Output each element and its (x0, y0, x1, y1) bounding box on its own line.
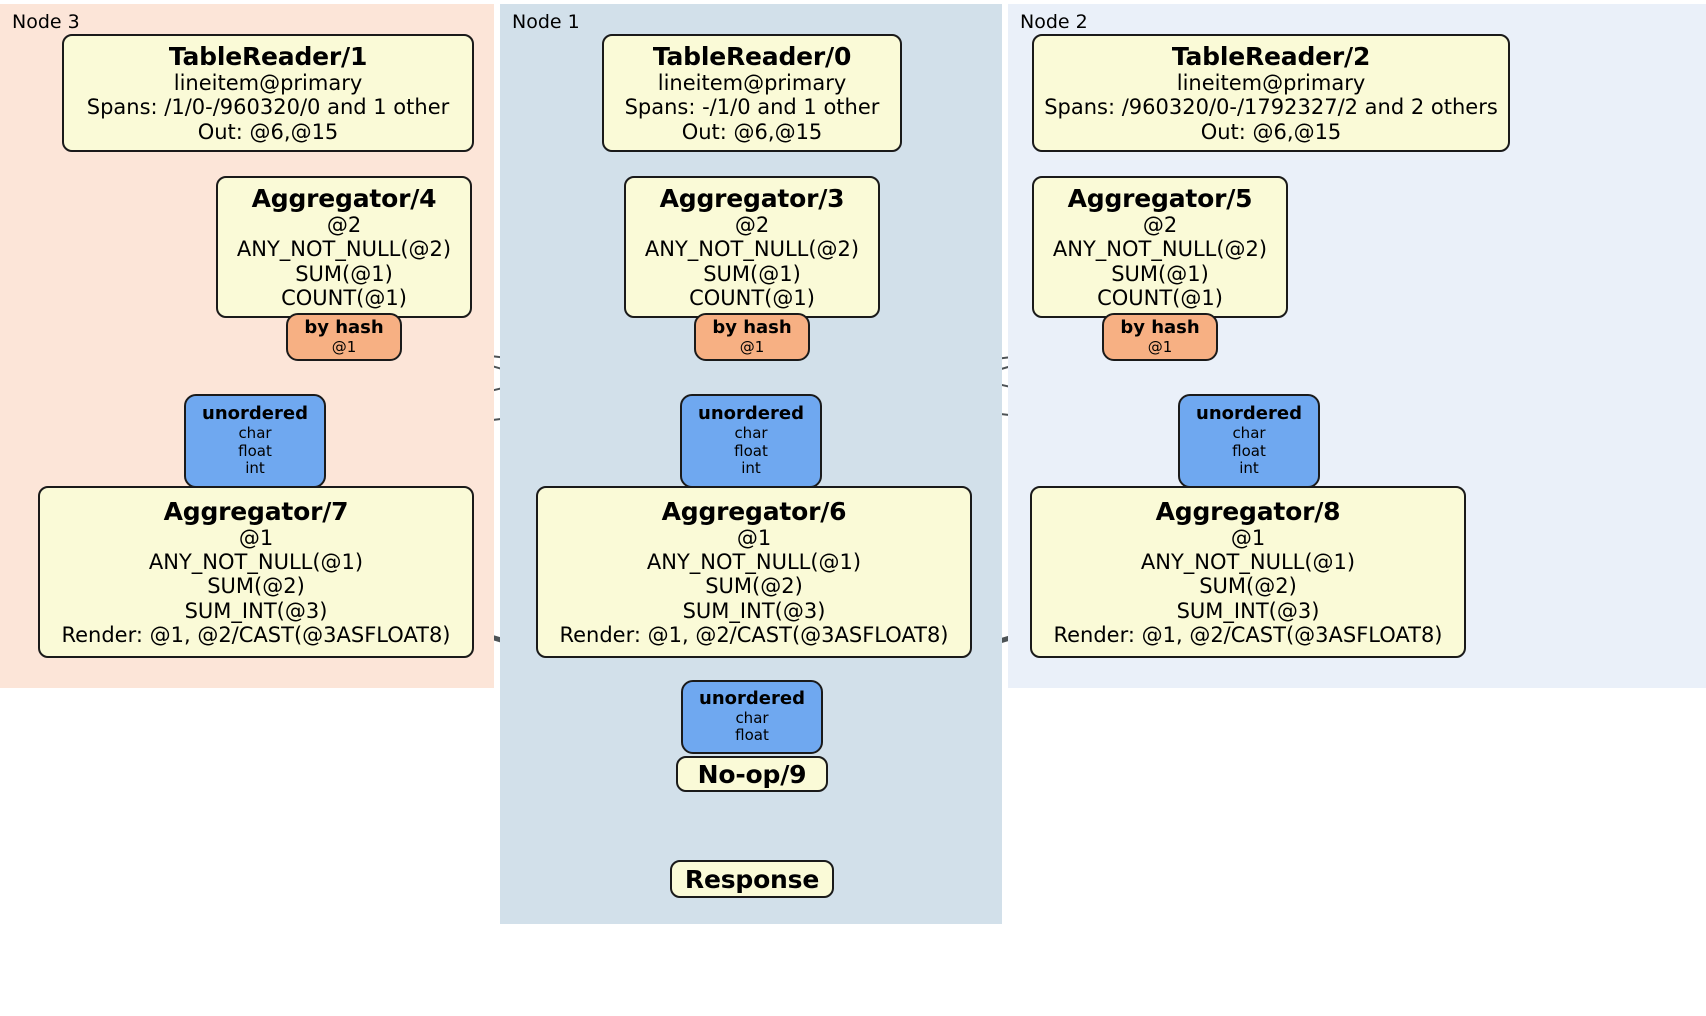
aggregator-5-agg-2: SUM(@1) (1111, 261, 1209, 286)
aggregator-5-box[interactable]: Aggregator/5 @2 ANY_NOT_NULL(@2) SUM(@1)… (1032, 176, 1288, 318)
aggregator-7-agg-1: ANY_NOT_NULL(@1) (148, 549, 364, 574)
final-unordered-synchronizer[interactable]: unordered char float (681, 680, 823, 754)
table-reader-0-box[interactable]: TableReader/0 lineitem@primary Spans: -/… (602, 34, 902, 152)
unordered-synchronizer-node-2-type-1: char (1232, 424, 1266, 443)
final-unordered-synchronizer-type-2: float (735, 726, 769, 745)
aggregator-4-group: @2 (326, 212, 362, 237)
aggregator-5-agg-3: COUNT(@1) (1097, 285, 1223, 310)
aggregator-3-agg-2: SUM(@1) (703, 261, 801, 286)
table-reader-1-spans: Spans: /1/0-/960320/0 and 1 other (86, 95, 450, 120)
table-reader-1-out: Out: @6,@15 (197, 119, 339, 144)
table-reader-0-table: lineitem@primary (657, 70, 847, 95)
aggregator-4-agg-3: COUNT(@1) (281, 285, 407, 310)
table-reader-2-out: Out: @6,@15 (1200, 119, 1342, 144)
unordered-synchronizer-node-3-type-1: char (238, 424, 272, 443)
aggregator-4-agg-1: ANY_NOT_NULL(@2) (236, 237, 452, 262)
table-reader-2-spans: Spans: /960320/0-/1792327/2 and 2 others (1044, 95, 1498, 120)
table-reader-2-title: TableReader/2 (1171, 41, 1371, 71)
final-unordered-synchronizer-title: unordered (699, 688, 805, 710)
aggregator-6-agg-1: ANY_NOT_NULL(@1) (646, 549, 862, 574)
hash-router-node-3-column: @1 (331, 337, 357, 356)
table-reader-2-box[interactable]: TableReader/2 lineitem@primary Spans: /9… (1032, 34, 1510, 152)
unordered-synchronizer-node-2-type-3: int (1239, 459, 1259, 478)
unordered-synchronizer-node-3-type-3: int (245, 459, 265, 478)
hash-router-node-3-title: by hash (304, 316, 384, 338)
aggregator-8-render: Render: @1, @2/CAST(@3ASFLOAT8) (1053, 623, 1443, 648)
table-reader-1-title: TableReader/1 (168, 41, 368, 71)
aggregator-8-group: @1 (1230, 525, 1266, 550)
table-reader-1-box[interactable]: TableReader/1 lineitem@primary Spans: /1… (62, 34, 474, 152)
aggregator-8-box[interactable]: Aggregator/8 @1 ANY_NOT_NULL(@1) SUM(@2)… (1030, 486, 1466, 658)
unordered-synchronizer-node-1-type-3: int (741, 459, 761, 478)
aggregator-3-agg-3: COUNT(@1) (689, 285, 815, 310)
unordered-synchronizer-node-1-type-2: float (734, 441, 768, 460)
aggregator-5-group: @2 (1142, 212, 1178, 237)
aggregator-8-title: Aggregator/8 (1155, 496, 1341, 526)
table-reader-1-table: lineitem@primary (173, 70, 363, 95)
hash-router-node-1[interactable]: by hash @1 (694, 313, 810, 361)
no-op-9-title: No-op/9 (697, 759, 807, 789)
hash-router-node-1-column: @1 (739, 337, 765, 356)
aggregator-4-box[interactable]: Aggregator/4 @2 ANY_NOT_NULL(@2) SUM(@1)… (216, 176, 472, 318)
aggregator-8-agg-2: SUM(@2) (1199, 574, 1297, 599)
unordered-synchronizer-node-3-type-2: float (238, 441, 272, 460)
table-reader-0-spans: Spans: -/1/0 and 1 other (624, 95, 880, 120)
unordered-synchronizer-node-3-title: unordered (202, 403, 308, 425)
aggregator-7-agg-2: SUM(@2) (207, 574, 305, 599)
table-reader-2-table: lineitem@primary (1176, 70, 1366, 95)
aggregator-3-title: Aggregator/3 (659, 183, 845, 213)
aggregator-3-box[interactable]: Aggregator/3 @2 ANY_NOT_NULL(@2) SUM(@1)… (624, 176, 880, 318)
panel-label-node-2: Node 2 (1020, 11, 1088, 33)
aggregator-7-title: Aggregator/7 (163, 496, 349, 526)
aggregator-8-agg-3: SUM_INT(@3) (1176, 598, 1320, 623)
aggregator-6-agg-2: SUM(@2) (705, 574, 803, 599)
aggregator-3-agg-1: ANY_NOT_NULL(@2) (644, 237, 860, 262)
aggregator-7-agg-3: SUM_INT(@3) (184, 598, 328, 623)
table-reader-0-title: TableReader/0 (652, 41, 852, 71)
unordered-synchronizer-node-2-title: unordered (1196, 403, 1302, 425)
aggregator-7-group: @1 (238, 525, 274, 550)
response-box[interactable]: Response (670, 860, 834, 898)
panel-label-node-3: Node 3 (12, 11, 80, 33)
hash-router-node-2-title: by hash (1120, 316, 1200, 338)
unordered-synchronizer-node-1-title: unordered (698, 403, 804, 425)
aggregator-7-box[interactable]: Aggregator/7 @1 ANY_NOT_NULL(@1) SUM(@2)… (38, 486, 474, 658)
no-op-9-box[interactable]: No-op/9 (676, 756, 828, 792)
hash-router-node-3[interactable]: by hash @1 (286, 313, 402, 361)
hash-router-node-2[interactable]: by hash @1 (1102, 313, 1218, 361)
aggregator-6-group: @1 (736, 525, 772, 550)
table-reader-0-out: Out: @6,@15 (681, 119, 823, 144)
unordered-synchronizer-node-1-type-1: char (734, 424, 768, 443)
aggregator-7-render: Render: @1, @2/CAST(@3ASFLOAT8) (61, 623, 451, 648)
aggregator-4-agg-2: SUM(@1) (295, 261, 393, 286)
hash-router-node-2-column: @1 (1147, 337, 1173, 356)
aggregator-6-box[interactable]: Aggregator/6 @1 ANY_NOT_NULL(@1) SUM(@2)… (536, 486, 972, 658)
hash-router-node-1-title: by hash (712, 316, 792, 338)
aggregator-4-title: Aggregator/4 (251, 183, 437, 213)
unordered-synchronizer-node-3[interactable]: unordered char float int (184, 394, 326, 488)
response-title: Response (684, 864, 820, 894)
final-unordered-synchronizer-type-1: char (735, 709, 769, 728)
aggregator-5-agg-1: ANY_NOT_NULL(@2) (1052, 237, 1268, 262)
unordered-synchronizer-node-2[interactable]: unordered char float int (1178, 394, 1320, 488)
unordered-synchronizer-node-2-type-2: float (1232, 441, 1266, 460)
aggregator-6-agg-3: SUM_INT(@3) (682, 598, 826, 623)
aggregator-3-group: @2 (734, 212, 770, 237)
aggregator-8-agg-1: ANY_NOT_NULL(@1) (1140, 549, 1356, 574)
aggregator-5-title: Aggregator/5 (1067, 183, 1253, 213)
panel-label-node-1: Node 1 (512, 11, 580, 33)
aggregator-6-title: Aggregator/6 (661, 496, 847, 526)
aggregator-6-render: Render: @1, @2/CAST(@3ASFLOAT8) (559, 623, 949, 648)
unordered-synchronizer-node-1[interactable]: unordered char float int (680, 394, 822, 488)
